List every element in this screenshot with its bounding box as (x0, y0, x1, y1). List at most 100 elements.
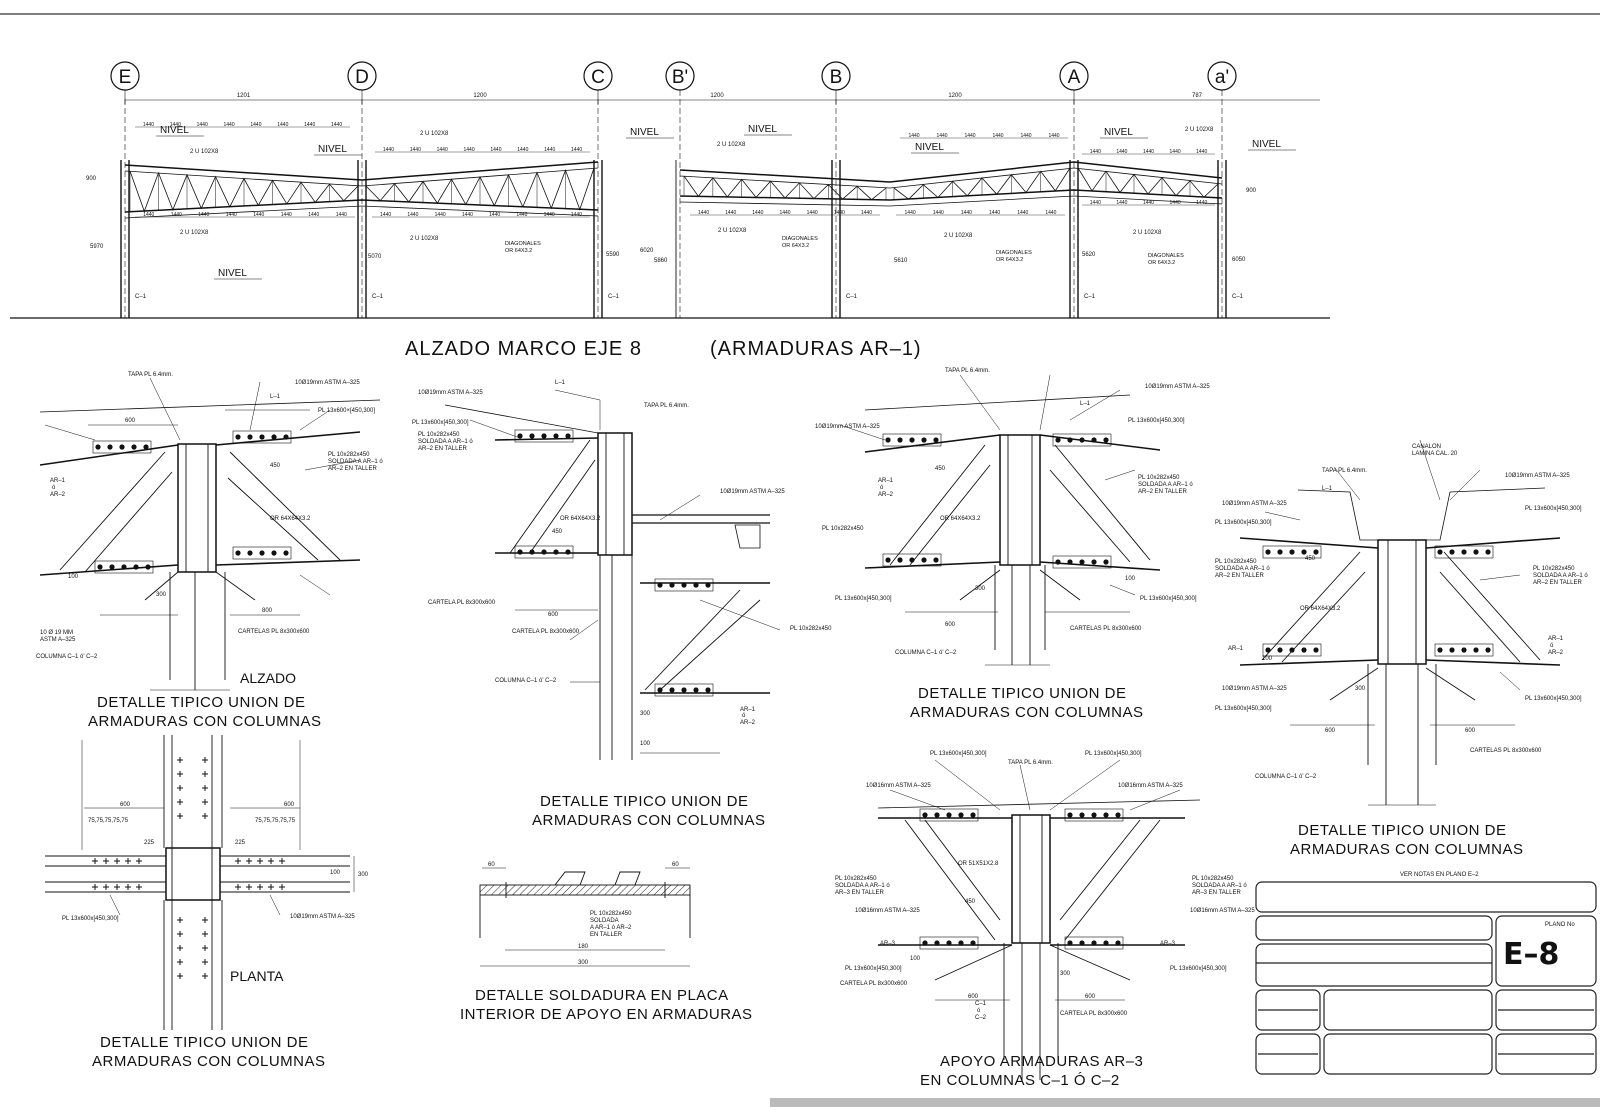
bolt (934, 812, 940, 818)
d3-note-plate: PL 13x600x[450,300] (1128, 418, 1185, 424)
ar3-note-cartela-right: CARTELA PL 8x300x600 (1060, 1011, 1128, 1017)
bolt-cross (103, 858, 109, 864)
axis-label: C (591, 67, 605, 88)
d1-dim-450: 450 (270, 463, 281, 469)
column-label: C–1 (608, 294, 620, 300)
bolt (121, 564, 127, 570)
ar3-note-plate-low-right: PL 13x600x[450,300] (1170, 966, 1227, 972)
ar3-note-plate-low-left: PL 13x600x[450,300] (845, 966, 902, 972)
d2-note-tapa: TAPA PL 6.4mm. (644, 403, 689, 409)
level-label: NIVEL (748, 124, 777, 135)
bolt (541, 549, 547, 555)
panel-dim: 1440 (936, 133, 947, 139)
bolt (107, 444, 113, 450)
bolt (541, 433, 547, 439)
bolt (1289, 549, 1295, 555)
span-label: 1201 (237, 93, 251, 99)
d4-caption-line1: DETALLE TIPICO UNION DE (1298, 822, 1507, 839)
splice-plate (1262, 545, 1322, 559)
panel-dim: 1440 (1090, 149, 1101, 155)
bolt (271, 434, 277, 440)
panel-dim: 1440 (198, 212, 209, 218)
plan-dim-100: 100 (330, 870, 341, 876)
bolt (529, 433, 535, 439)
truss-web (1077, 167, 1219, 198)
bolt (1301, 647, 1307, 653)
bolt-cross (177, 799, 183, 805)
bolt-cross (103, 884, 109, 890)
panel-dim: 1440 (435, 212, 446, 218)
bolt (1449, 549, 1455, 555)
d4-note-bolts: 10Ø19mm ASTM A–325 (1505, 473, 1570, 479)
bolt-cross (125, 884, 131, 890)
d1-dim-300: 300 (156, 592, 167, 598)
bolt-cross (177, 917, 183, 923)
plan-dim-bolts-left: 75,75,75,75,75 (88, 818, 129, 824)
d4-caption-line2: ARMADURAS CON COLUMNAS (1290, 841, 1524, 858)
bolt (1461, 549, 1467, 555)
chord-label: 2 U 102X8 (1133, 230, 1162, 236)
span-label: 1200 (710, 93, 724, 99)
bolt (970, 940, 976, 946)
bolt-cross (268, 884, 274, 890)
d2-dim-600: 600 (548, 612, 559, 618)
panel-dim: 1440 (437, 147, 448, 153)
plano-label: PLANO No (1545, 922, 1575, 928)
ar3-note-bolts-left: 10Ø16mm ASTM A–325 (866, 783, 931, 789)
bolt (553, 549, 559, 555)
bolt (1103, 940, 1109, 946)
d1-note-l1: L–1 (270, 394, 281, 400)
column-section-2 (597, 432, 633, 556)
ar3-note-o: ó (977, 1008, 981, 1014)
panel-dim: 1440 (698, 210, 709, 216)
d3-dim-450: 450 (935, 466, 946, 472)
panel-dim: 1440 (253, 212, 264, 218)
axis-bubble (583, 61, 613, 91)
bolt (1079, 437, 1085, 443)
bolt-rows-ar3 (919, 808, 1124, 950)
d1-note-diag: OR 64X64X3.2 (270, 516, 311, 522)
d1-caption-line2: ARMADURAS CON COLUMNAS (88, 713, 322, 730)
panel-dim: 1440 (571, 212, 582, 218)
d2-note-pl10: PL 10x282x450 (418, 432, 460, 438)
weld-detail (479, 867, 691, 967)
ar3-note-plate-right: PL 13x600x[450,300] (1085, 751, 1142, 757)
panel-dim: 1440 (304, 122, 315, 128)
bolt (283, 550, 289, 556)
axis-bubble (1207, 61, 1237, 91)
d4-note-pl10-left: PL 10x282x450 (1215, 559, 1257, 565)
bolt (921, 557, 927, 563)
bolt (934, 940, 940, 946)
bolt (958, 940, 964, 946)
bolt (1103, 437, 1109, 443)
panel-dim: 1440 (1170, 149, 1181, 155)
bolt-cross (246, 884, 252, 890)
d2-note-soldada: SOLDADA A AR–1 ó (418, 439, 473, 445)
panel-dim: 1440 (1090, 200, 1101, 206)
bolt-cross (202, 799, 208, 805)
splice-plate (919, 936, 979, 950)
d4-dim-100: 100 (1262, 656, 1273, 662)
top-chord (124, 161, 1223, 183)
d4-note-plate-low-right: PL 13x600x[450,300] (1525, 696, 1582, 702)
bolt-cross (177, 785, 183, 791)
bolt (1103, 559, 1109, 565)
d4-note-plate-left: PL 13x600x[450,300] (1215, 520, 1272, 526)
bolt (669, 582, 675, 588)
panel-dim: 1440 (861, 210, 872, 216)
d4-dim-600-right: 600 (1465, 728, 1476, 734)
bolt (897, 557, 903, 563)
panel-dim: 1440 (308, 212, 319, 218)
d3-caption-line2: ARMADURAS CON COLUMNAS (910, 704, 1144, 721)
d2-dim-100: 100 (640, 741, 651, 747)
chord-label: 2 U 102X8 (180, 230, 209, 236)
ar3-caption-line2: EN COLUMNAS C–1 Ó C–2 (920, 1072, 1120, 1089)
panel-dim: 1440 (516, 212, 527, 218)
depth-dim-right: 900 (1246, 188, 1257, 194)
panel-dim: 1440 (410, 147, 421, 153)
plan-dim-225-left: 225 (144, 840, 155, 846)
chord-label: 2 U 102X8 (190, 149, 219, 155)
d1-dim-600: 600 (125, 418, 136, 424)
diagonals-spec: OR 64X3.2 (782, 243, 809, 249)
bolt-cross (114, 884, 120, 890)
